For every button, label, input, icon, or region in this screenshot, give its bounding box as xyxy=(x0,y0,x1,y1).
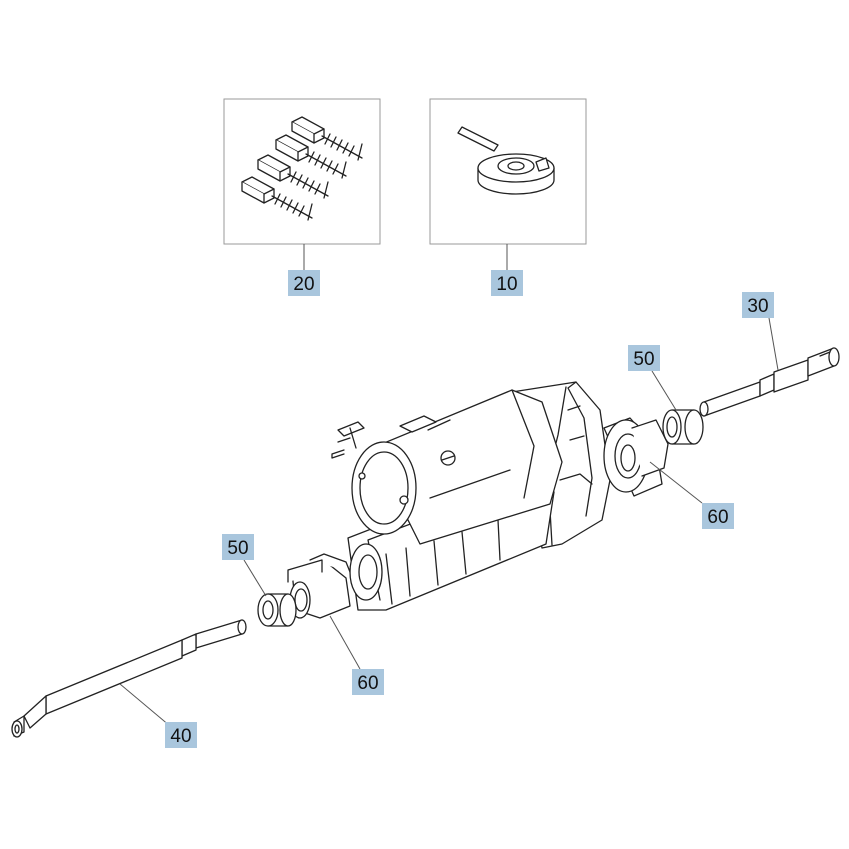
carbon-brush-icon xyxy=(241,116,363,221)
drive-motor-assembly[interactable] xyxy=(331,381,611,611)
callout-10-label: 10 xyxy=(496,274,517,295)
callout-50-left-label: 50 xyxy=(227,538,248,559)
callout-10[interactable]: 10 xyxy=(491,270,523,296)
part-60-left-bearing-flange[interactable] xyxy=(287,553,351,619)
callout-30-label: 30 xyxy=(747,296,768,317)
part-60-right-bearing-flange[interactable] xyxy=(603,417,669,497)
part-30-right-drive-shaft[interactable] xyxy=(699,347,840,417)
part-20-carbon-brushes-box[interactable] xyxy=(223,98,381,245)
callout-60-right[interactable]: 60 xyxy=(702,503,734,529)
callout-60-left[interactable]: 60 xyxy=(352,669,384,695)
part-50-right-spacer-ring[interactable] xyxy=(662,409,704,445)
callout-40[interactable]: 40 xyxy=(165,722,197,748)
callout-60-right-label: 60 xyxy=(707,507,728,528)
part-40-left-drive-shaft[interactable] xyxy=(11,619,247,738)
part-10-switch-disc-box[interactable] xyxy=(429,98,587,245)
callout-40-label: 40 xyxy=(170,726,191,747)
callout-60-left-label: 60 xyxy=(357,673,378,694)
switch-disc-icon xyxy=(457,126,555,195)
callout-20[interactable]: 20 xyxy=(288,270,320,296)
leader-lines xyxy=(119,244,779,727)
callout-30[interactable]: 30 xyxy=(742,292,774,318)
callout-20-label: 20 xyxy=(293,274,314,295)
callout-50-right[interactable]: 50 xyxy=(628,345,660,371)
callout-50-left[interactable]: 50 xyxy=(222,534,254,560)
part-50-left-spacer-ring[interactable] xyxy=(257,593,297,627)
callout-50-right-label: 50 xyxy=(633,349,654,370)
